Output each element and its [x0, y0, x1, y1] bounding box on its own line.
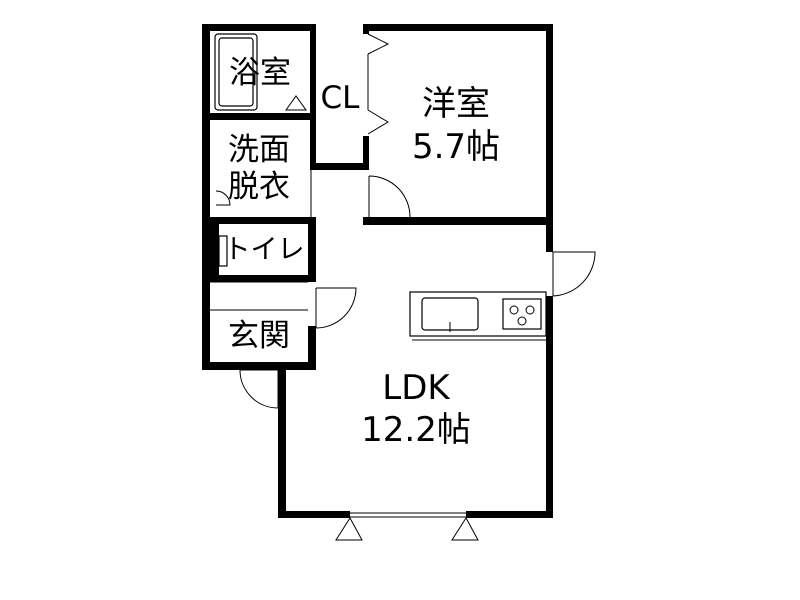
wall-ldk-bottom-right	[466, 511, 553, 518]
wall-top-left	[202, 24, 315, 31]
western-room-size: 5.7帖	[412, 127, 500, 167]
bath-label: 浴室	[229, 55, 291, 91]
ldk-size: 12.2帖	[361, 410, 471, 450]
wall-toilet-right	[308, 224, 316, 282]
wall-western-bottom	[363, 217, 553, 225]
door-entrance-inner	[315, 287, 357, 329]
entrance-label: 玄関	[228, 318, 290, 354]
toilet-tank-icon	[218, 235, 228, 267]
wall-entrance-bottom	[202, 362, 316, 370]
bath-fixtures	[214, 33, 307, 111]
wall-toilet-bottom	[202, 275, 316, 282]
wall-wash-bottom	[202, 217, 316, 224]
washroom-label-line1: 洗面	[228, 132, 290, 168]
door-washroom	[215, 190, 231, 206]
wall-toilet-left	[210, 224, 219, 276]
washroom-label-line2: 脱衣	[228, 169, 290, 205]
wall-ldk-bottom-left	[278, 511, 350, 518]
wall-top-right	[363, 24, 553, 31]
closet-label: CL	[321, 80, 361, 116]
wall-ldk-right-2	[546, 296, 553, 518]
ldk-label: LDK	[382, 368, 451, 408]
wall-entrance-right	[308, 326, 316, 370]
toilet-fixture	[218, 235, 228, 267]
wall-left-outer	[202, 24, 210, 369]
walls	[202, 24, 553, 518]
closet-doors	[367, 33, 390, 135]
wall-ldk-right	[546, 224, 553, 252]
wall-closet-left	[310, 24, 316, 170]
wall-closet-bottom	[310, 163, 369, 170]
western-room-label: 洋室	[422, 84, 490, 124]
labels: 浴室 CL 洋室 5.7帖 洗面 脱衣 トイレ 玄関 LDK 12.2帖	[224, 55, 501, 450]
wall-bath-bottom	[202, 113, 316, 120]
wall-ldk-left	[278, 362, 286, 518]
wall-western-right	[546, 24, 553, 224]
stove-icon	[502, 298, 542, 330]
toilet-label: トイレ	[224, 235, 305, 266]
wall-closet-right	[363, 24, 369, 34]
door-western	[368, 175, 411, 218]
wall-closet-right-2	[363, 136, 369, 170]
bath-drain-icon	[285, 95, 307, 111]
door-entrance-outer	[239, 369, 279, 409]
thin-lines	[210, 120, 479, 541]
kitchen-counter	[409, 291, 547, 341]
doors	[215, 175, 596, 409]
door-ldk-right	[552, 251, 596, 297]
